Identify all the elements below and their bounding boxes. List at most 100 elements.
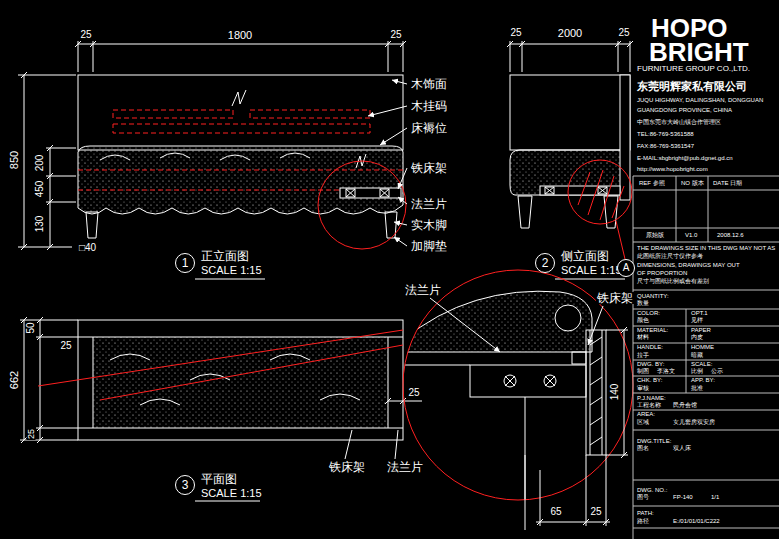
detail-a [403, 270, 633, 500]
plan-view [110, 354, 360, 405]
callout-label: 铁床架 [328, 461, 366, 473]
callout-label: 法兰片 [404, 284, 442, 296]
title-block [633, 430, 779, 431]
plan-view [345, 430, 352, 459]
plan-view [78, 428, 403, 429]
title-block [633, 242, 779, 243]
bubble-text: 1 [182, 257, 189, 269]
plan-view [395, 430, 398, 459]
front-elevation [340, 188, 401, 198]
callout-label: 法兰片 [410, 198, 448, 210]
side-elevation [618, 41, 619, 72]
front-elevation [403, 41, 404, 72]
title-block-text: E-MAIL:sbgbright@pub.dgnet.gd.cn [636, 155, 733, 161]
front-elevation [78, 110, 403, 190]
detail-a [590, 337, 602, 445]
side-elevation [568, 160, 632, 224]
plan-view [78, 320, 403, 440]
detail-a [403, 365, 470, 366]
side-elevation [578, 170, 624, 220]
title-block [633, 506, 779, 507]
plan-view [21, 317, 43, 443]
front-elevation [392, 80, 407, 84]
front-elevation [380, 189, 389, 197]
title-block-text: 工程名称 [636, 402, 662, 408]
title-block-text: 制图 [636, 368, 650, 374]
side-elevation [598, 187, 607, 194]
dimension-text: 450 [35, 180, 45, 199]
dimension-text: 130 [35, 215, 45, 234]
title-block-text: 原始版 [645, 232, 665, 238]
detail-a [505, 376, 515, 386]
dimension-text: 25 [589, 507, 602, 517]
front-elevation [368, 106, 407, 116]
plan-view [93, 337, 388, 428]
title-block [633, 176, 634, 539]
callout-label: 实木脚 [410, 219, 448, 231]
front-elevation [318, 161, 406, 249]
title-block-text: HOMME [690, 344, 715, 350]
title-block-text: 2008.12.6 [716, 232, 745, 238]
plan-view [36, 337, 78, 338]
title-block-text: 审核 [636, 385, 650, 391]
plan-view [38, 330, 403, 386]
title-block-text: FP-140 [672, 494, 694, 500]
dimension-text: 25 [509, 28, 522, 38]
title-block-text: 双人床 [672, 445, 692, 451]
detail-a [624, 330, 625, 455]
title-block-text: HANDLE: [636, 344, 664, 350]
detail-callout-bubble: A [617, 259, 635, 277]
front-elevation [113, 124, 370, 133]
view-number-bubble: 3 [175, 475, 195, 495]
side-elevation [510, 41, 511, 72]
detail-a [586, 330, 606, 455]
title-block-text: COLOR: [636, 310, 661, 316]
title-block-text: 公示 [710, 368, 724, 374]
bubble-text: 2 [542, 257, 549, 269]
front-elevation [394, 222, 407, 225]
title-block-text: DWG.TITLE: [636, 438, 672, 444]
title-block-text: 李洛文 [656, 368, 676, 374]
detail-a [588, 306, 603, 345]
scale-note: SCALE 1:15 [200, 488, 263, 499]
title-block-text: PATH: [636, 510, 655, 516]
detail-a [403, 291, 606, 500]
detail-a [555, 305, 581, 331]
title-block [708, 176, 709, 242]
title-block-text: APP. BY: [690, 377, 716, 383]
front-elevation [78, 190, 340, 191]
side-elevation [518, 196, 532, 228]
dimension-text: 25 [407, 388, 420, 398]
front-elevation [100, 153, 310, 160]
title-block-text: DIMENSIONS, DRAWINGS MAY OUT [636, 262, 741, 268]
title-block-text: OPT.1 [690, 310, 709, 316]
detail-a [586, 455, 587, 526]
title-block [633, 190, 779, 191]
dimension-text: 25 [79, 30, 92, 40]
detail-a [537, 519, 609, 525]
title-block [633, 290, 779, 291]
side-elevation [545, 187, 554, 194]
detail-a [606, 455, 607, 526]
plan-view [20, 320, 78, 321]
front-elevation [21, 72, 27, 250]
plan-view [38, 330, 403, 400]
callout-label: 铁床架 [410, 162, 448, 174]
front-elevation [78, 75, 403, 150]
title-block-text: 见样 [690, 317, 704, 323]
title-block-text: 尺寸与图纸比例或会有差别 [636, 278, 710, 284]
front-elevation [250, 110, 370, 118]
detail-a [470, 365, 586, 397]
detail-a [536, 522, 610, 523]
dimension-text: 200 [35, 154, 45, 173]
title-block-text: QUANTITY: [636, 293, 670, 299]
scale-note: SCALE 1:15 [200, 265, 263, 276]
view-title: 侧立面图 [560, 250, 610, 262]
title-block-text: TEL:86-769-5361588 [636, 131, 695, 137]
detail-a [403, 270, 633, 530]
front-elevation [18, 75, 76, 76]
title-block-text: E:/01/01/01/C222 [672, 518, 721, 524]
side-elevation [555, 279, 625, 280]
side-elevation [507, 41, 633, 47]
